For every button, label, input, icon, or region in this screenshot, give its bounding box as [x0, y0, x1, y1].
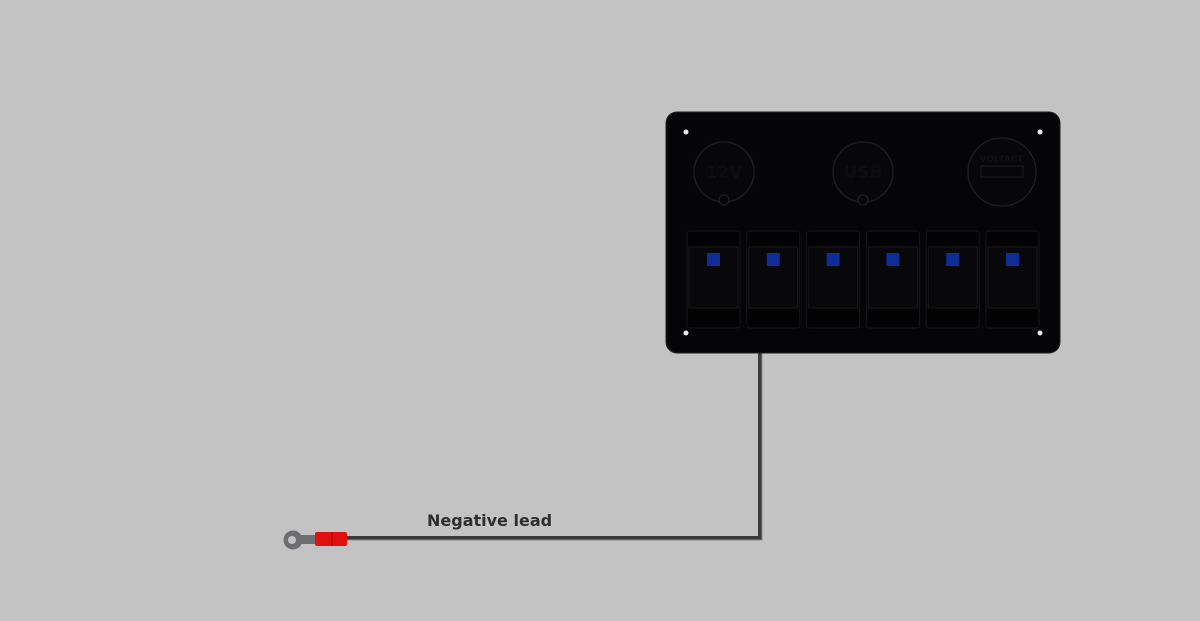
led-indicator	[946, 253, 960, 266]
rocker-switch[interactable]	[686, 230, 741, 329]
led-indicator	[826, 253, 840, 266]
negative-lead-wire	[345, 353, 763, 541]
voltmeter: VOLTAGE	[967, 137, 1037, 207]
led-indicator	[886, 253, 900, 266]
rocker	[748, 246, 799, 309]
negative-lead-label: Negative lead	[427, 511, 552, 530]
socket-usb: USB	[832, 141, 894, 206]
socket-12v: 12V	[693, 141, 755, 206]
rocker-switch[interactable]	[746, 230, 801, 329]
ring-terminal	[283, 530, 347, 550]
led-indicator	[766, 253, 780, 266]
rocker-switch[interactable]	[806, 230, 861, 329]
red-insulator	[315, 532, 347, 546]
svg-text:USB: USB	[843, 163, 882, 183]
rocker-switch[interactable]	[925, 230, 980, 329]
switch-panel: 12V USB VOLTAGE	[665, 111, 1061, 354]
led-indicator	[707, 253, 720, 266]
svg-text:12V: 12V	[706, 163, 744, 183]
svg-text:VOLTAGE: VOLTAGE	[980, 155, 1025, 165]
rocker-switches	[686, 230, 1040, 329]
led-indicator	[1006, 253, 1019, 266]
screw-holes	[683, 129, 1043, 336]
rocker-switch[interactable]	[865, 230, 920, 329]
rocker-switch[interactable]	[985, 230, 1040, 329]
